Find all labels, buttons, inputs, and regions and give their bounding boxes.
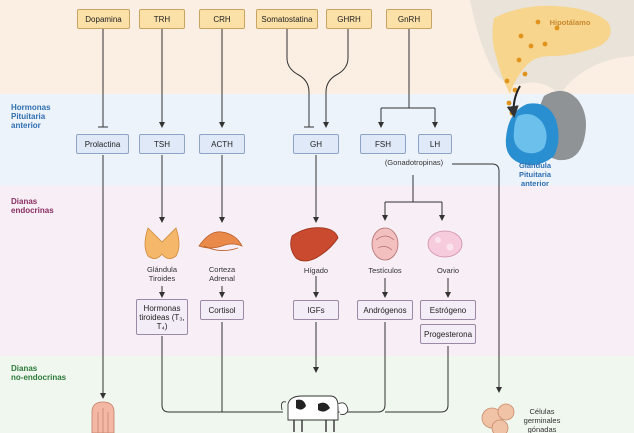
thyroid-icon <box>144 227 180 259</box>
hormone-box-estrogeno: Estrógeno <box>420 300 476 320</box>
mammary-gland-icon <box>91 401 115 433</box>
target-label-liver: Hígado <box>303 266 329 275</box>
pituitary-label: Glándula Pituitaria anterior <box>518 161 552 188</box>
hormone-box-tsh: TSH <box>139 134 185 154</box>
lh-germ-cells-line <box>452 163 502 393</box>
hormone-box-thyroid-hormones: Hormonas tiroideas (T₃, T₄) <box>136 299 188 335</box>
hormone-box-gh: GH <box>293 134 339 154</box>
target-label-ovary: Ovario <box>436 266 460 275</box>
hormone-box-gnrh: GnRH <box>386 9 432 29</box>
target-label-thyroid: Glándula Tiroides <box>146 265 178 283</box>
liver-icon <box>290 227 339 262</box>
hormone-box-somatostatina: Somatostatina <box>256 9 318 29</box>
hormone-box-prolactina: Prolactina <box>76 134 129 154</box>
section-nonendocrine: Dianas no-endocrinas <box>11 364 67 382</box>
target-label-testis: Testículos <box>368 266 402 275</box>
adrenal-icon <box>198 231 243 251</box>
hormone-box-cortisol: Cortisol <box>200 300 244 320</box>
progesterone-body-line <box>385 346 449 413</box>
hypothalamus-tissue-icon <box>492 5 611 94</box>
hormone-box-androgenos: Andrógenos <box>357 300 413 320</box>
hormone-box-progesterona: Progesterona <box>420 324 476 344</box>
hormone-box-dopamina: Dopamina <box>77 9 130 29</box>
endocrine-band <box>0 186 634 356</box>
germ-cells-label: Células germinales gónadas <box>523 407 561 433</box>
section-endocrine: Dianas endocrinas <box>11 197 54 215</box>
hormone-box-ghrh: GHRH <box>326 9 372 29</box>
hypothalamus-label: Hipotálamo <box>549 18 591 27</box>
cow-icon <box>281 395 349 432</box>
testis-icon <box>371 227 399 261</box>
target-label-adrenal: Corteza Adrenal <box>208 265 236 283</box>
thyroid-body-line <box>161 336 283 413</box>
somatostatin-inhibition-line <box>286 29 310 127</box>
hormone-box-fsh: FSH <box>360 134 406 154</box>
hormone-box-acth: ACTH <box>199 134 245 154</box>
portal-arrow-icon <box>506 85 521 118</box>
gonadotropins-label: (Gonadotropinas) <box>384 158 444 167</box>
pituitary-highlight-icon <box>513 114 547 154</box>
hormone-box-igfs: IGFs <box>293 300 339 320</box>
ghrh-gh-arrow <box>323 29 349 128</box>
section-pituitary: Hormonas Pituitaria anterior <box>11 103 51 130</box>
hormone-box-trh: TRH <box>139 9 185 29</box>
germ-cells-icon <box>481 403 515 433</box>
androgen-body-line <box>334 322 386 413</box>
hormone-box-crh: CRH <box>199 9 245 29</box>
hormone-box-lh: LH <box>418 134 452 154</box>
ovary-icon <box>427 230 463 258</box>
